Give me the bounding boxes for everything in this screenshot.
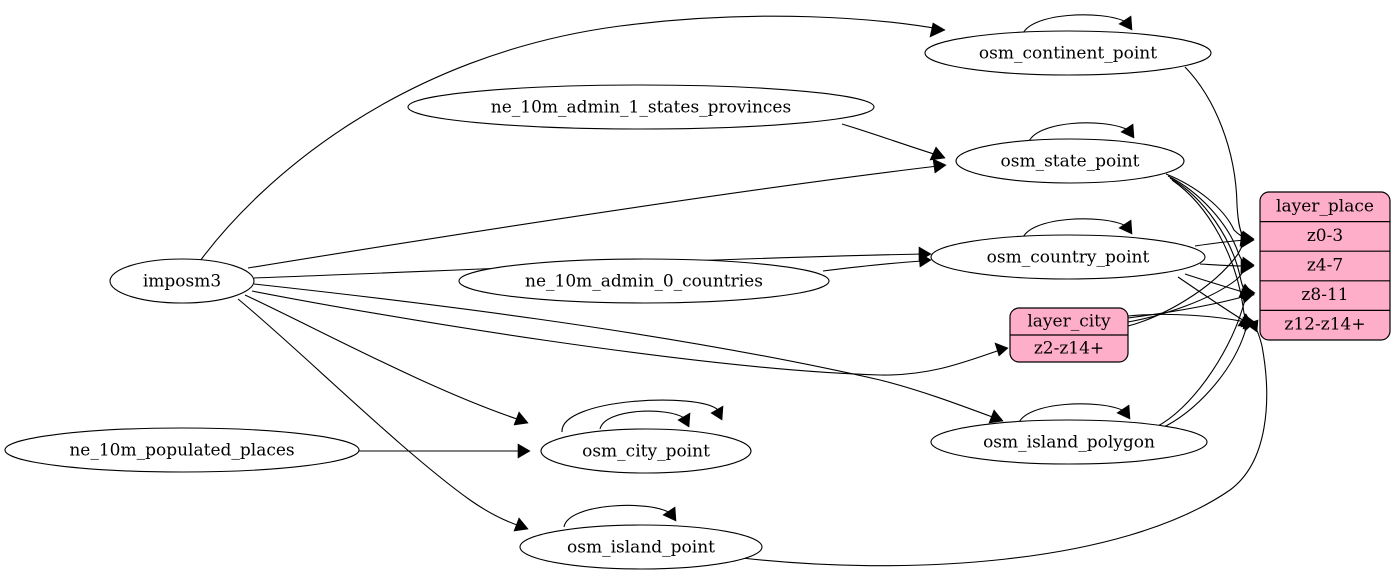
edge-layer <box>199 14 1268 567</box>
edge-imposm3-to-osm_city_point <box>244 294 521 421</box>
arrowhead-icon <box>513 517 529 532</box>
edge-imposm3-to-osm_island_point <box>237 298 521 527</box>
selfloop-osm_country_point <box>1021 218 1127 241</box>
record-row-layer_city-z2-z14[interactable]: z2-z14+ <box>1034 339 1104 359</box>
arrowhead-icon <box>513 411 529 426</box>
edge-imposm3-to-osm_island_polygon <box>253 283 996 419</box>
edge-osm_country_point-to-layer_place-z0-3 <box>1194 239 1246 247</box>
arrowhead-icon <box>1116 404 1131 420</box>
selfloop-osm_state_point <box>1027 122 1129 145</box>
node-osm_continent_point[interactable]: osm_continent_point <box>924 30 1212 76</box>
node-label-osm_continent_point: osm_continent_point <box>979 44 1157 64</box>
node-shape-ellipse <box>930 234 1206 280</box>
node-label-osm_country_point: osm_country_point <box>987 248 1150 268</box>
edge-layer_city-to-layer_place-z12 <box>1127 313 1247 323</box>
edge-osm_island_polygon-to-layer_place-z12 <box>1159 323 1248 430</box>
arrowhead-icon <box>662 506 677 522</box>
node-label-osm_island_polygon: osm_island_polygon <box>983 433 1155 453</box>
node-label-osm_city_point: osm_city_point <box>582 442 710 462</box>
node-shape-ellipse <box>540 428 752 474</box>
selfloop-inner-osm_city_point <box>599 410 685 430</box>
node-label-imposm3: imposm3 <box>143 272 221 292</box>
arrowhead-icon <box>517 443 531 459</box>
record-row-layer_place-z12-z14[interactable]: z12-z14+ <box>1284 315 1365 335</box>
selfloop-osm_island_polygon <box>1017 403 1125 426</box>
arrowhead-icon <box>1245 319 1259 333</box>
record-row-layer_place-z8-11[interactable]: z8-11 <box>1301 285 1348 305</box>
arrowhead-icon <box>932 158 947 174</box>
arrowhead-icon <box>929 146 946 161</box>
node-label-ne_10m_admin_0_countries: ne_10m_admin_0_countries <box>525 272 763 292</box>
node-shape-ellipse <box>109 258 255 304</box>
edge-osm_state_point-to-layer_place-z8-11 <box>1169 177 1248 293</box>
node-osm_city_point[interactable]: osm_city_point <box>540 428 752 474</box>
arrowhead-icon <box>1118 219 1133 235</box>
selfloop-osm_continent_point <box>1021 14 1127 37</box>
node-shape-ellipse <box>407 84 875 130</box>
node-osm_country_point[interactable]: osm_country_point <box>930 234 1206 280</box>
node-shape-ellipse <box>4 427 360 473</box>
node-shape-ellipse <box>924 30 1212 76</box>
arrowhead-icon <box>988 409 1004 424</box>
record-row-layer_place-z0-3[interactable]: z0-3 <box>1307 226 1343 246</box>
node-ne_10m_populated_places[interactable]: ne_10m_populated_places <box>4 427 360 473</box>
arrowhead-icon <box>994 342 1009 357</box>
node-layer_city[interactable]: layer_city z2-z14+ <box>1009 307 1129 363</box>
node-ne_10m_admin_0_countries[interactable]: ne_10m_admin_0_countries <box>458 258 830 304</box>
node-shape-ellipse <box>955 138 1185 184</box>
edge-osm_country_point-to-layer_place-z12 <box>1177 276 1247 323</box>
record-shape-layer_place <box>1259 191 1391 341</box>
edge-osm_country_point-to-layer_place-z4-7 <box>1199 263 1246 267</box>
arrowhead-icon <box>1118 15 1133 31</box>
edge-layer_city-to-layer_place-z8-11 <box>1127 295 1247 319</box>
edge-imposm3-to-layer_city <box>251 290 1001 376</box>
node-shape-ellipse <box>519 524 763 570</box>
node-shape-ellipse <box>458 258 830 304</box>
record-row-layer_place-title: layer_place <box>1276 197 1374 217</box>
node-label-ne_10m_populated_places: ne_10m_populated_places <box>69 441 294 461</box>
edge-imposm3-to-osm_continent_point <box>199 15 946 262</box>
node-osm_state_point[interactable]: osm_state_point <box>955 138 1185 184</box>
selfloop-osm_island_point <box>563 504 671 528</box>
node-imposm3[interactable]: imposm3 <box>109 258 255 304</box>
node-label-osm_island_point: osm_island_point <box>567 538 715 558</box>
edge-imposm3-to-osm_state_point <box>247 165 939 269</box>
edge-osm_island_point-to-layer_place-z12 <box>741 324 1268 567</box>
arrowhead-icon <box>1240 233 1255 249</box>
edge-osm_continent_point-to-layer_place-z0-3 <box>1184 66 1246 240</box>
arrowhead-icon <box>677 412 691 428</box>
arrowhead-icon <box>1120 123 1135 139</box>
node-label-ne_10m_admin_1_states_provinces: ne_10m_admin_1_states_provinces <box>491 98 791 118</box>
record-row-layer_city-title: layer_city <box>1027 312 1111 332</box>
arrowhead-icon <box>929 22 946 38</box>
arrowhead-icon <box>1240 259 1255 275</box>
arrowhead-icon <box>1241 288 1255 304</box>
selfloop-outer-osm_city_point <box>561 399 719 433</box>
node-osm_island_point[interactable]: osm_island_point <box>519 524 763 570</box>
node-label-osm_state_point: osm_state_point <box>1001 152 1140 172</box>
node-ne_10m_admin_1_states_provinces[interactable]: ne_10m_admin_1_states_provinces <box>407 84 875 130</box>
arrowhead-icon <box>710 405 724 421</box>
node-layer_place[interactable]: layer_place z0-3 z4-7 z8-11 z12-z14+ <box>1259 191 1391 341</box>
edge-ne_10m_admin_1_states_provinces-to-osm_state_point <box>841 123 938 156</box>
node-shape-ellipse <box>930 419 1208 465</box>
node-layer: imposm3 ne_10m_admin_1_states_provinces … <box>4 30 1212 570</box>
record-node-layer: layer_city z2-z14+ layer_place z0-3 z4-7… <box>1009 191 1391 363</box>
record-row-layer_place-z4-7[interactable]: z4-7 <box>1307 256 1343 276</box>
arrowhead-icon <box>918 252 932 268</box>
node-osm_island_polygon[interactable]: osm_island_polygon <box>930 419 1208 465</box>
edge-ne_10m_admin_0_countries-to-osm_country_point <box>822 260 924 272</box>
